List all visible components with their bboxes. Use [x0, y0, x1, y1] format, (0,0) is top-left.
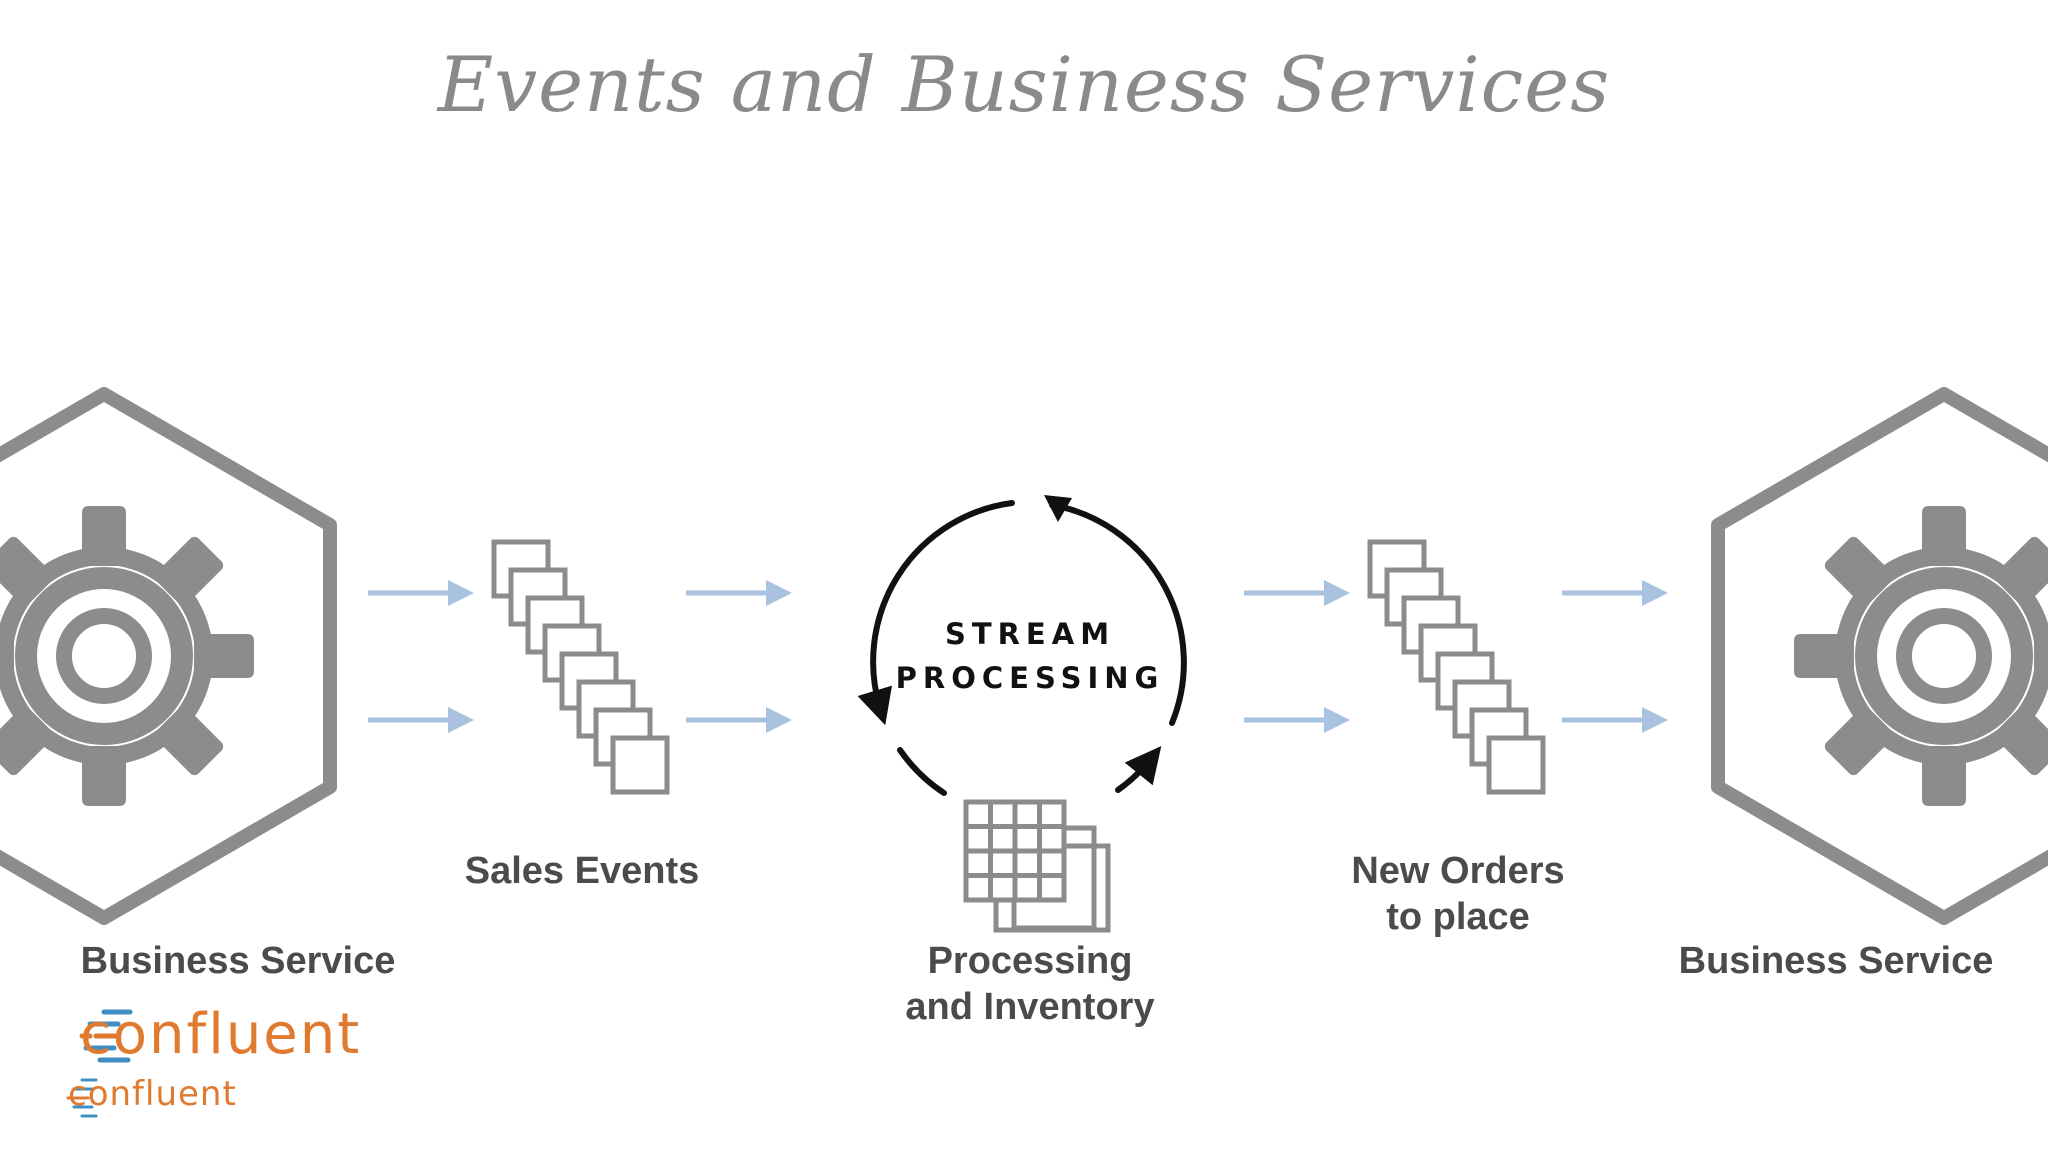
stream-processing-line1: STREAM	[944, 617, 1116, 651]
confluent-logo-primary: confluent	[80, 1002, 362, 1067]
flow-arrow-icon	[368, 580, 474, 606]
sales-events-label: Sales Events	[464, 850, 700, 892]
flow-arrow-icon	[1562, 707, 1668, 733]
cycle-arrows-icon	[857, 495, 1187, 796]
sales-events-stack-icon	[494, 542, 667, 792]
confluent-logo-mark-icon	[66, 1009, 133, 1118]
new-orders-label: New Orders to place	[1318, 848, 1598, 940]
left-service-hexagon-gear-icon	[0, 394, 330, 918]
inventory-table-icon	[963, 799, 1111, 933]
processing-inventory-line2: and Inventory	[905, 986, 1155, 1028]
flow-arrow-icon	[1244, 580, 1350, 606]
flow-arrow-icon	[686, 580, 792, 606]
new-orders-stack-icon	[1370, 542, 1543, 792]
flow-arrow-icon	[1562, 580, 1668, 606]
confluent-logo-secondary: confluent	[68, 1074, 237, 1114]
stream-processing-label: STREAM PROCESSING	[880, 612, 1180, 700]
right-service-label: Business Service	[1678, 940, 1994, 982]
processing-inventory-line1: Processing	[927, 940, 1133, 982]
new-orders-line2: to place	[1386, 896, 1530, 938]
right-service-hexagon-gear-icon	[1718, 394, 2048, 918]
flow-arrow-icon	[1244, 707, 1350, 733]
flow-arrow-icon	[368, 707, 474, 733]
processing-inventory-label: Processing and Inventory	[870, 938, 1190, 1030]
stream-processing-line2: PROCESSING	[895, 661, 1165, 695]
page-title: Events and Business Services	[437, 40, 1611, 129]
new-orders-line1: New Orders	[1351, 850, 1565, 892]
flow-arrow-icon	[686, 707, 792, 733]
left-service-label: Business Service	[80, 940, 396, 982]
